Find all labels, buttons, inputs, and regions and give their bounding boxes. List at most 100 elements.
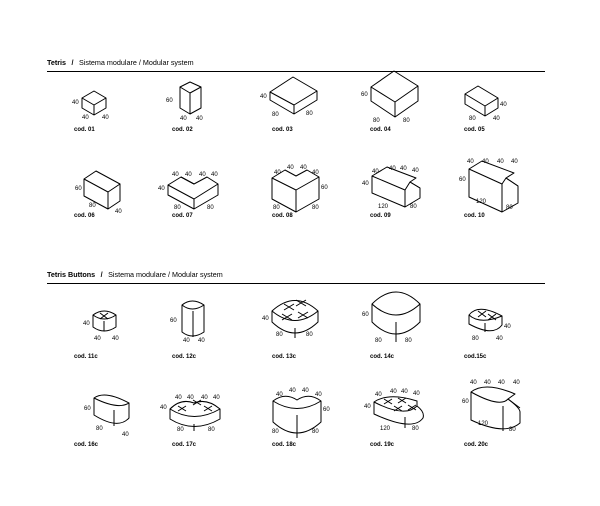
dimension-label: 80 xyxy=(306,332,313,338)
dimension-label: 80 xyxy=(403,118,410,124)
section-header-tetris: Tetris / Sistema modulare / Modular syst… xyxy=(47,52,545,72)
dimension-label: 40 xyxy=(201,395,208,401)
dimension-label: 80 xyxy=(506,205,513,211)
dimension-label: 60 xyxy=(323,407,330,413)
dimension-label: 60 xyxy=(362,312,369,318)
module-code: cod. 02 xyxy=(172,127,193,133)
dimension-label: 40 xyxy=(372,169,379,175)
module-code: cod. 14c xyxy=(370,354,395,360)
dimension-label: 120 xyxy=(380,426,391,432)
dimension-label: 40 xyxy=(482,159,489,165)
dimension-label: 40 xyxy=(83,321,90,327)
dimension-label: 40 xyxy=(160,405,167,411)
dimension-label: 40 xyxy=(375,392,382,398)
dimension-label: 40 xyxy=(413,391,420,397)
module-code: cod. 07 xyxy=(172,213,193,219)
module-outline xyxy=(468,160,519,213)
module-code: cod. 06 xyxy=(74,213,95,219)
dimension-label: 40 xyxy=(274,170,281,176)
dimension-label: 40 xyxy=(198,338,205,344)
module-code: cod. 18c xyxy=(272,442,297,448)
dimension-label: 80 xyxy=(174,205,181,211)
module-code: cod. 17c xyxy=(172,442,197,448)
dimension-label: 60 xyxy=(462,399,469,405)
dimension-label: 40 xyxy=(315,392,322,398)
module-code: cod.15c xyxy=(464,354,487,360)
module-outline xyxy=(370,70,419,118)
dimension-label: 80 xyxy=(472,336,479,342)
dimension-label: 40 xyxy=(300,165,307,171)
dimension-label: 40 xyxy=(362,181,369,187)
dimension-label: 80 xyxy=(373,118,380,124)
dimension-label: 40 xyxy=(94,336,101,342)
dimension-label: 80 xyxy=(273,205,280,211)
dimension-label: 40 xyxy=(389,166,396,172)
dimension-label: 40 xyxy=(302,388,309,394)
section-title: Tetris xyxy=(47,58,67,67)
module-outline xyxy=(269,76,318,115)
module-code: cod. 20c xyxy=(464,442,489,448)
module-outline xyxy=(464,85,499,117)
dimension-label: 40 xyxy=(211,172,218,178)
dimension-label: 40 xyxy=(493,116,500,122)
module-code: cod. 05 xyxy=(464,127,485,133)
module-code: cod. 11c xyxy=(74,354,98,360)
module-outline xyxy=(179,81,202,115)
dimension-label: 80 xyxy=(96,426,103,432)
dimension-label: 80 xyxy=(469,116,476,122)
module-outline xyxy=(167,176,219,210)
dimension-label: 80 xyxy=(509,427,516,433)
module-outline xyxy=(272,395,322,438)
dimension-label: 80 xyxy=(312,205,319,211)
dimension-label: 40 xyxy=(180,116,187,122)
dimension-label: 60 xyxy=(166,98,173,104)
dimension-label: 80 xyxy=(208,427,215,433)
module-code: cod. 04 xyxy=(370,127,391,133)
dimension-label: 40 xyxy=(72,100,79,106)
dimension-label: 40 xyxy=(82,115,89,121)
dimension-label: 120 xyxy=(476,199,487,205)
module-code: cod. 16c xyxy=(74,442,99,448)
section-slash: / xyxy=(71,58,74,67)
module-outline xyxy=(83,170,121,210)
dimension-label: 80 xyxy=(412,426,419,432)
module-code: cod. 19c xyxy=(370,442,395,448)
dimension-label: 80 xyxy=(89,203,96,209)
dimension-label: 40 xyxy=(497,159,504,165)
dimension-label: 40 xyxy=(185,172,192,178)
dimension-label: 80 xyxy=(312,429,319,435)
dimension-label: 40 xyxy=(498,380,505,386)
dimension-label: 40 xyxy=(312,170,319,176)
dimension-label: 40 xyxy=(287,165,294,171)
module-code: cod. 13c xyxy=(272,354,297,360)
dimension-label: 40 xyxy=(102,115,109,121)
dimension-label: 40 xyxy=(260,94,267,100)
dimension-label: 40 xyxy=(289,388,296,394)
dimension-label: 60 xyxy=(321,185,328,191)
dimension-label: 40 xyxy=(262,316,269,322)
module-outline xyxy=(468,308,503,332)
dimension-label: 80 xyxy=(207,205,214,211)
dimension-label: 40 xyxy=(199,172,206,178)
module-outline xyxy=(81,90,107,116)
dimension-label: 40 xyxy=(511,159,518,165)
